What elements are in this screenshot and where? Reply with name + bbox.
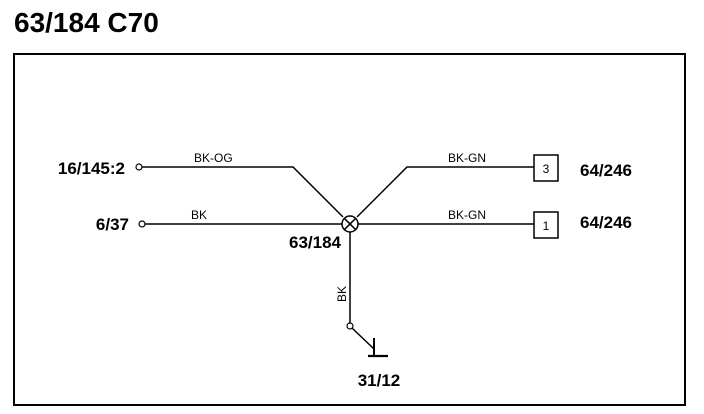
connector-label-right-top: 64/246 xyxy=(580,161,632,180)
pin-box-bottom xyxy=(533,211,559,239)
wire-label-left-top: BK-OG xyxy=(194,151,233,165)
pin-label-top: 3 xyxy=(543,162,550,176)
wire-right-top xyxy=(356,166,534,218)
splice-label: 63/184 xyxy=(289,233,342,252)
wire-left-top xyxy=(142,166,344,218)
pin-label-bottom: 1 xyxy=(543,219,550,233)
wire-label-left-bottom: BK xyxy=(191,208,207,222)
connector-label-right-bottom: 64/246 xyxy=(580,213,632,232)
wire-label-down: BK xyxy=(335,286,349,302)
connector-label-left-top: 16/145:2 xyxy=(58,159,125,178)
wire-label-right-bottom: BK-GN xyxy=(448,208,486,222)
terminal-left-bottom xyxy=(138,220,146,228)
terminal-left-top xyxy=(135,163,143,171)
ground-switch-icon xyxy=(346,322,388,358)
connector-label-left-bottom: 6/37 xyxy=(96,215,129,234)
diagram-frame xyxy=(13,53,686,406)
page-title: 63/184 C70 xyxy=(14,7,159,38)
ground-connector-label: 31/12 xyxy=(358,371,401,390)
wire-label-right-top: BK-GN xyxy=(448,151,486,165)
pin-box-top xyxy=(533,154,559,182)
splice-point-icon xyxy=(341,215,359,233)
